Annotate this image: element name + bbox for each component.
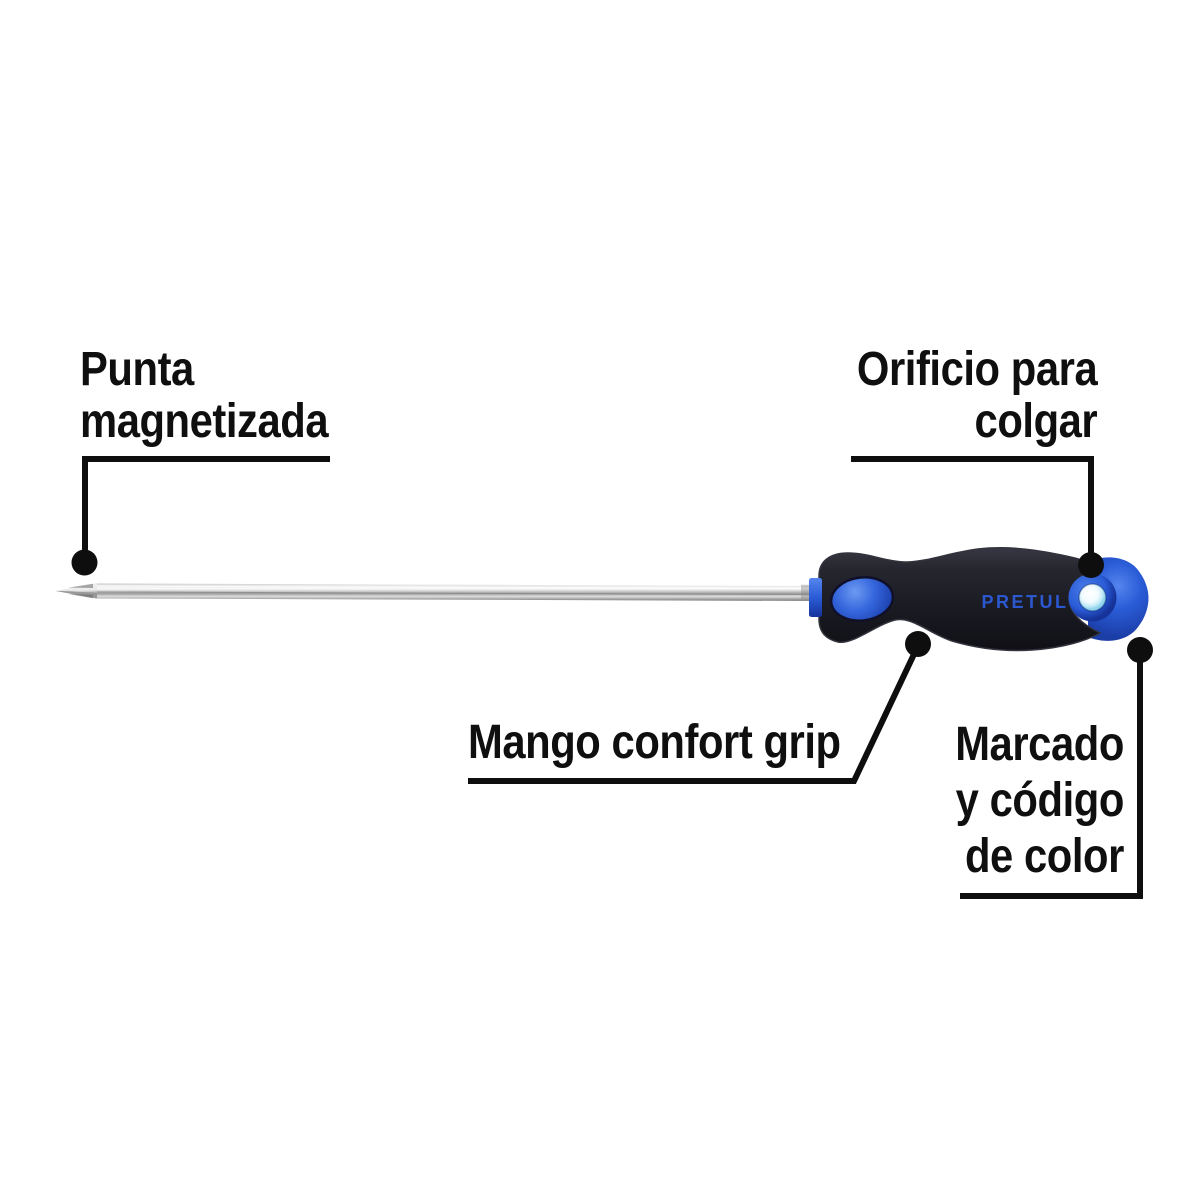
leader-dot-mango: [905, 631, 931, 657]
label-line: colgar: [974, 395, 1097, 448]
screwdriver-phillips-tip: [56, 583, 97, 599]
leader-dots: [71, 549, 1153, 663]
leader-dot-marcado: [1127, 637, 1153, 663]
grip-oval-inset: [829, 576, 895, 622]
leader-line-punta: [82, 456, 330, 552]
screwdriver: PRETUL: [56, 547, 1149, 652]
label-line: Punta: [80, 343, 194, 396]
screwdriver-shaft: [94, 583, 818, 601]
label-line: y código: [955, 774, 1125, 827]
label-punta-magnetizada: Punta magnetizada: [80, 343, 329, 448]
label-line: Marcado: [955, 718, 1124, 771]
label-line: Orificio para: [856, 343, 1098, 396]
leader-line-mango: [468, 648, 919, 784]
label-orificio-para-colgar: Orificio para colgar: [856, 343, 1098, 448]
leader-line-marcado: [960, 654, 1143, 899]
leader-lines: [82, 456, 1143, 899]
label-marcado-codigo-color: Marcado y código de color: [955, 717, 1124, 885]
label-line: Mango confort grip: [468, 716, 841, 769]
label-line: magnetizada: [80, 395, 329, 448]
brand-text: PRETUL: [982, 592, 1069, 612]
handle-collar: [809, 578, 822, 617]
leader-dot-punta: [71, 549, 98, 576]
leader-line-orificio: [851, 456, 1094, 554]
label-mango-confort-grip: Mango confort grip: [468, 717, 841, 769]
label-line: de color: [965, 830, 1124, 883]
hanging-hole: [1068, 573, 1117, 622]
leader-dot-orificio: [1078, 552, 1104, 578]
